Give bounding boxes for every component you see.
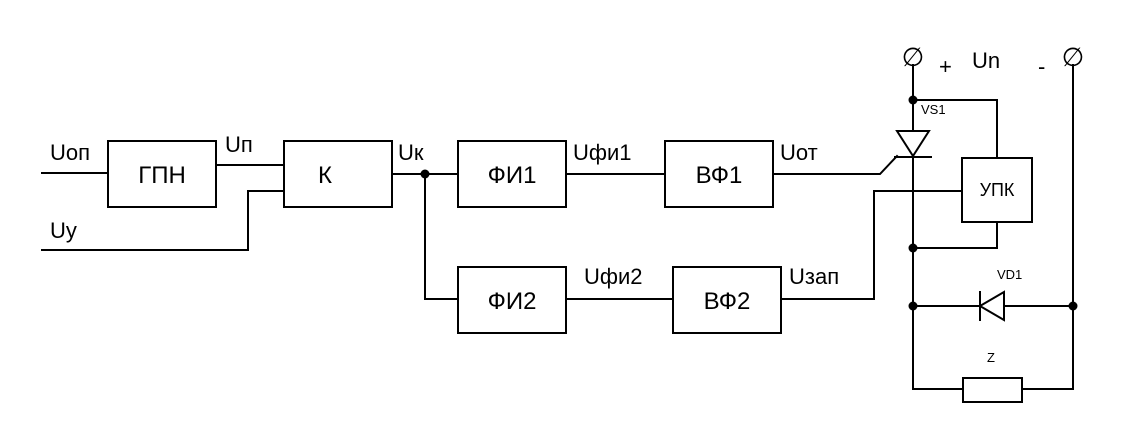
vd1-designator: VD1 xyxy=(997,267,1022,282)
vs1-designator: VS1 xyxy=(921,102,946,117)
uk-branch-wire xyxy=(424,173,459,300)
z-load-resistor xyxy=(962,377,1023,403)
gpn-label: ГПН xyxy=(138,162,186,189)
uk-junction-dot xyxy=(420,169,430,179)
vs1-thyristor-triangle xyxy=(895,130,931,158)
uot-wire-to-gate xyxy=(772,154,899,175)
vf1-block xyxy=(664,140,774,208)
uy-wire-to-k xyxy=(247,190,285,251)
uy-label: Uу xyxy=(50,218,77,243)
uop-label: Uоп xyxy=(50,140,90,165)
positive-junction-dot xyxy=(908,95,918,105)
vf2-block xyxy=(672,266,782,334)
upk-return-wire xyxy=(912,221,998,249)
plus-sign: + xyxy=(939,54,952,79)
fi2-block xyxy=(457,266,567,334)
negative-rail xyxy=(1021,64,1074,390)
vf1-label: ВФ1 xyxy=(696,162,743,189)
upk-block xyxy=(961,157,1033,223)
ufi1-label: Uфи1 xyxy=(573,140,632,165)
fi1-label: ФИ1 xyxy=(488,162,537,189)
cathode-junction-dot xyxy=(908,243,918,253)
k-block xyxy=(283,140,393,208)
vd1-diode-triangle xyxy=(978,290,1005,322)
negative-terminal-symbol: ∅ xyxy=(1062,42,1085,72)
ufi2-label: Uфи2 xyxy=(584,264,643,289)
fi1-block xyxy=(457,140,567,208)
uzap-label: Uзап xyxy=(789,264,839,289)
up-label: Uп xyxy=(225,132,253,157)
k-label: К xyxy=(318,162,332,189)
fi2-label: ФИ2 xyxy=(488,288,537,315)
upk-label: УПК xyxy=(980,180,1015,200)
uk-label: Uк xyxy=(398,140,424,165)
gpn-block xyxy=(107,140,217,208)
vf2-label: ВФ2 xyxy=(704,288,751,315)
vd1-left-junction-dot xyxy=(908,301,918,311)
minus-sign: - xyxy=(1038,54,1045,79)
uot-label: Uот xyxy=(780,140,818,165)
supply-voltage-label: Un xyxy=(972,48,1000,73)
positive-terminal-symbol: ∅ xyxy=(902,42,925,72)
uzap-wire-to-upk xyxy=(780,190,963,300)
upk-supply-wire xyxy=(912,99,998,159)
z-designator: Z xyxy=(987,350,995,365)
